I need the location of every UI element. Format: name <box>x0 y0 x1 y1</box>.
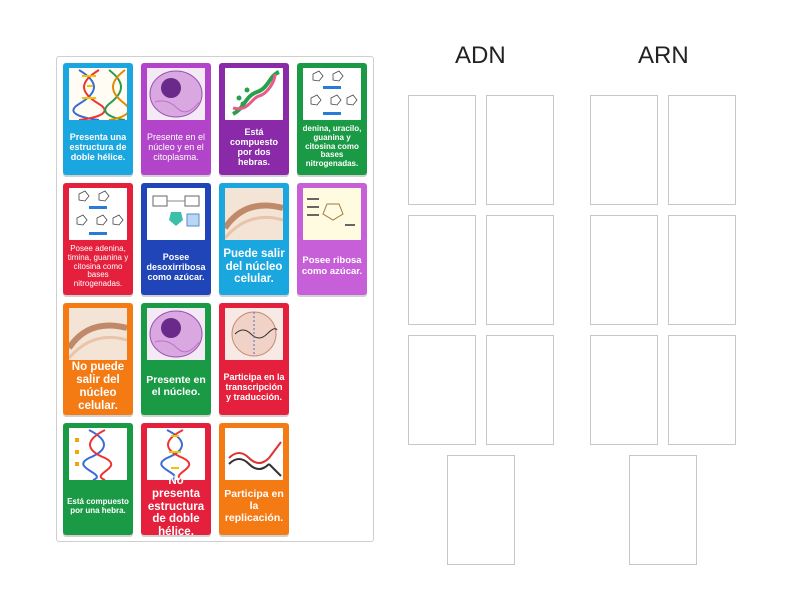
card-label: Participa en la transcripción y traducci… <box>223 371 285 403</box>
adn-drop-slot[interactable] <box>408 215 476 325</box>
card-double-helix[interactable]: Presenta una estructura de doble hélice. <box>63 63 133 175</box>
adn-drop-slot[interactable] <box>486 335 554 445</box>
card-label: Está compuesto por una hebra. <box>67 497 129 515</box>
nucleus-membrane-icon <box>69 308 127 360</box>
card-can-leave-nucleus[interactable]: Puede salir del núcleo celular. <box>219 183 289 295</box>
card-label: No puede salir del núcleo celular. <box>71 361 125 412</box>
card-label: Está compuesto por dos hebras. <box>229 126 278 168</box>
card-label: Presenta una estructura de doble hélice. <box>69 131 127 163</box>
card-present-in-nucleus[interactable]: Presente en el núcleo. <box>141 303 211 415</box>
card-dna-bases[interactable]: Posee adenina, timina, guanina y citosin… <box>63 183 133 295</box>
cell-diagram-icon <box>147 68 205 120</box>
arn-drop-slot[interactable] <box>590 95 658 205</box>
card-label: Participa en la replicación. <box>224 488 284 524</box>
card-label: Posee desoxirribosa como azúcar. <box>146 251 206 283</box>
single-strand-diagram-icon <box>69 428 127 480</box>
card-deoxyribose[interactable]: Posee desoxirribosa como azúcar. <box>141 183 211 295</box>
transcription-diagram-icon <box>225 308 283 360</box>
nucleus-membrane-icon <box>225 188 283 240</box>
card-label: Puede salir del núcleo celular. <box>223 247 285 286</box>
card-two-strands[interactable]: Está compuesto por dos hebras. <box>219 63 289 175</box>
replication-diagram-icon <box>225 428 283 480</box>
card-transcription-translation[interactable]: Participa en la transcripción y traducci… <box>219 303 289 415</box>
card-cannot-leave-nucleus[interactable]: No puede salir del núcleo celular. <box>63 303 133 415</box>
column-title-adn: ADN <box>455 42 506 69</box>
card-replication[interactable]: Participa en la replicación. <box>219 423 289 535</box>
deoxyribose-diagram-icon <box>147 188 205 240</box>
ribose-diagram-icon <box>303 188 361 240</box>
card-label: Posee ribosa como azúcar. <box>301 255 363 277</box>
arn-drop-slot[interactable] <box>668 335 736 445</box>
dna-bases-diagram-icon <box>69 188 127 240</box>
card-no-double-helix[interactable]: No presenta estructura de doble hélice. <box>141 423 211 539</box>
card-ribose[interactable]: Posee ribosa como azúcar. <box>297 183 367 295</box>
adn-drop-slot[interactable] <box>486 215 554 325</box>
card-nucleus-and-cytoplasm[interactable]: Presente en el núcleo y en el citoplasma… <box>141 63 211 175</box>
arn-drop-slot[interactable] <box>629 455 697 565</box>
arn-drop-slot[interactable] <box>668 215 736 325</box>
dna-helix-diagram-icon <box>69 68 127 120</box>
card-rna-bases[interactable]: denina, uracilo, guanina y citosina como… <box>297 63 367 175</box>
arn-drop-slot[interactable] <box>590 335 658 445</box>
rna-bases-diagram-icon <box>303 68 361 120</box>
arn-drop-slot[interactable] <box>668 95 736 205</box>
double-helix-3d-icon <box>225 68 283 120</box>
card-label: Presente en el núcleo y en el citoplasma… <box>146 131 206 163</box>
dna-helix-diagram-icon <box>147 428 205 480</box>
column-title-arn: ARN <box>638 42 689 69</box>
adn-drop-slot[interactable] <box>447 455 515 565</box>
adn-drop-slot[interactable] <box>408 335 476 445</box>
card-label: denina, uracilo, guanina y citosina como… <box>302 123 362 169</box>
adn-drop-slot[interactable] <box>486 95 554 205</box>
card-label: Presente en el núcleo. <box>146 374 206 398</box>
adn-drop-slot[interactable] <box>408 95 476 205</box>
cell-diagram-icon <box>147 308 205 360</box>
card-label: No presenta estructura de doble hélice. <box>147 474 205 539</box>
card-single-strand[interactable]: Está compuesto por una hebra. <box>63 423 133 535</box>
arn-drop-slot[interactable] <box>590 215 658 325</box>
card-label: Posee adenina, timina, guanina y citosin… <box>67 243 129 289</box>
